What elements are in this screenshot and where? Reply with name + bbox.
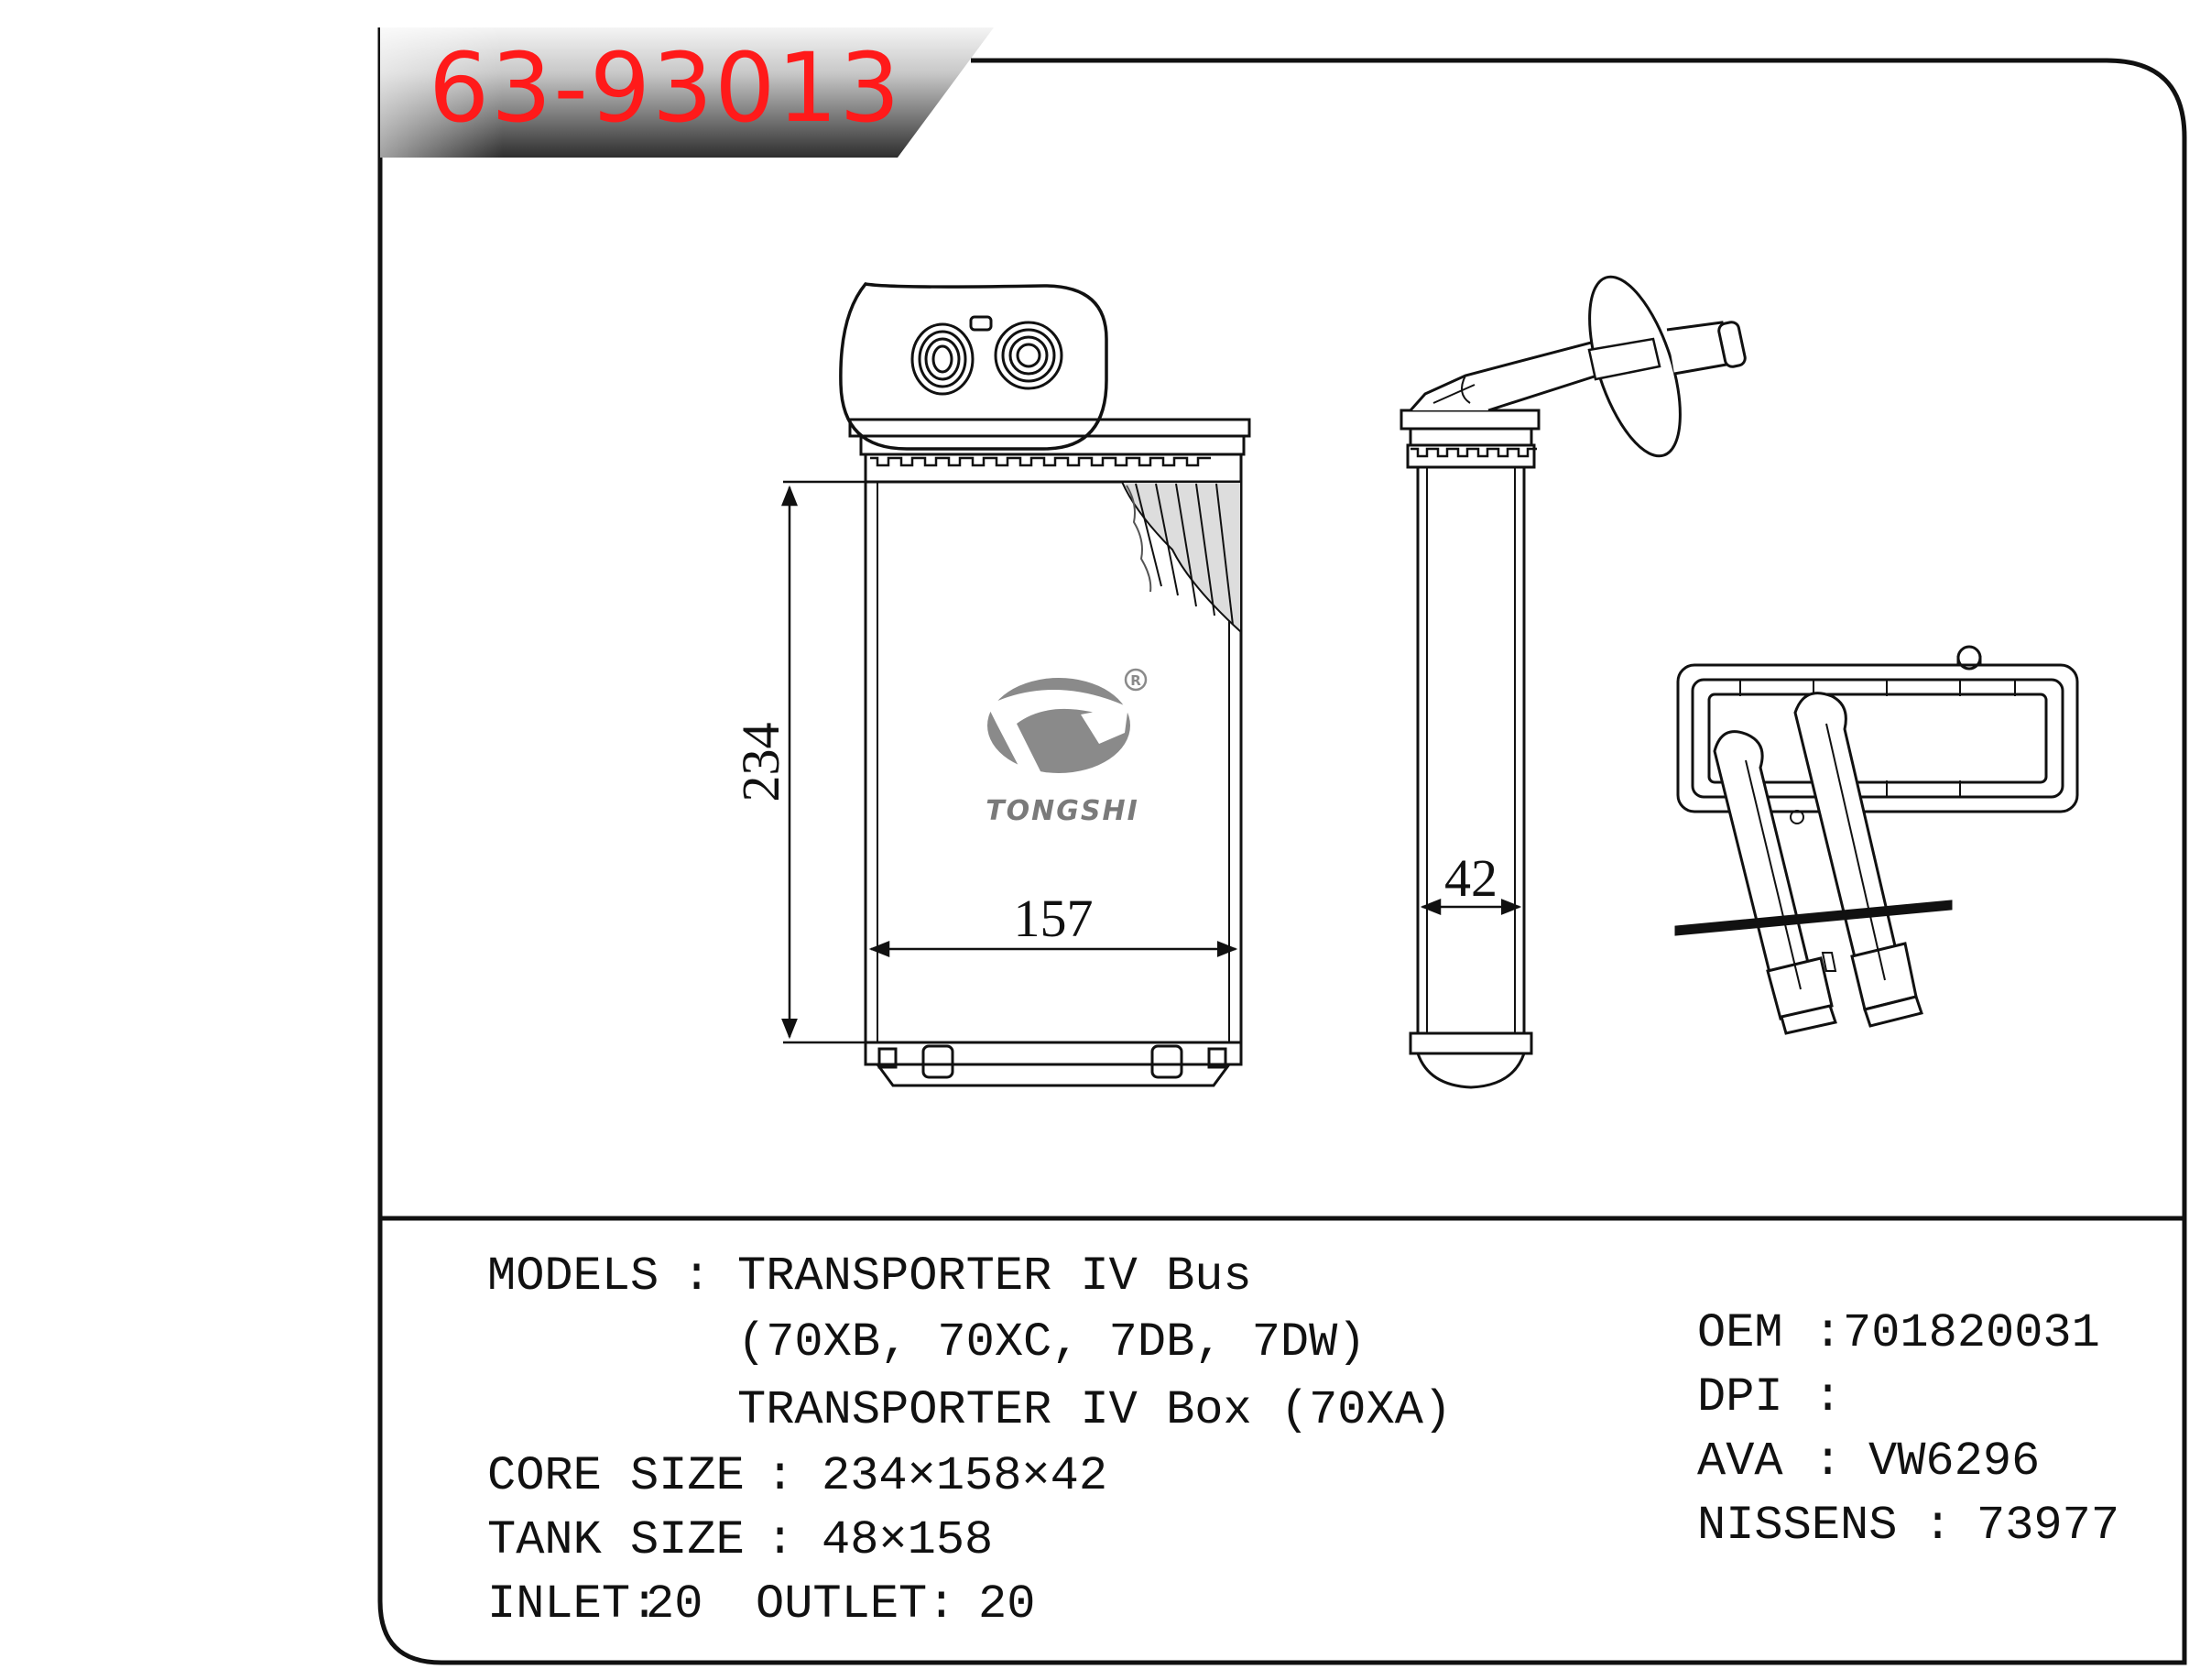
brand-name: TONGSHI <box>986 795 1139 827</box>
part-number: 63-93013 <box>429 32 902 144</box>
ava-value: VW6296 <box>1868 1435 2041 1489</box>
inlet-pipe-stub <box>910 315 1063 396</box>
width-dimension-label: 157 <box>1014 889 1094 948</box>
models-line-1: TRANSPORTER IV Bus <box>737 1249 1252 1304</box>
tank-size-value: 48×158 <box>822 1513 994 1567</box>
ava-label: AVA <box>1697 1435 1783 1489</box>
tank-size-separator: : <box>766 1513 795 1567</box>
dpi-separator: : <box>1813 1370 1843 1424</box>
inlet-label: INLET: <box>487 1577 659 1631</box>
iso-view-drawing <box>1674 645 2079 1035</box>
nissens-value: 73977 <box>1977 1499 2120 1553</box>
ava-separator: : <box>1813 1435 1843 1489</box>
core-size-value: 234×158×42 <box>822 1449 1108 1503</box>
inlet-value: 20 <box>646 1577 703 1631</box>
models-line-3: TRANSPORTER IV Box (70XA) <box>737 1383 1453 1437</box>
height-dimension-label: 234 <box>731 723 790 802</box>
part-number-banner <box>380 27 994 158</box>
height-dimension <box>781 480 866 1044</box>
front-view-drawing <box>839 282 1251 1087</box>
outlet-value: 20 <box>978 1577 1036 1631</box>
models-line-2: (70XB, 70XC, 7DB, 7DW) <box>737 1315 1367 1369</box>
fin-detail <box>1126 483 1234 626</box>
depth-dimension-label: 42 <box>1444 848 1498 908</box>
models-label: MODELS <box>487 1249 659 1304</box>
dpi-label: DPI <box>1697 1370 1783 1424</box>
outlet-label: OUTLET: <box>756 1577 956 1631</box>
sheet-frame <box>377 27 2187 1665</box>
oem-value: 701820031 <box>1843 1306 2100 1360</box>
nissens-separator: : <box>1923 1499 1953 1553</box>
tongshi-logo: R TONGSHI <box>986 668 1148 827</box>
tank-size-label: TANK SIZE <box>487 1513 745 1567</box>
models-separator: : <box>682 1249 712 1304</box>
oem-label: OEM <box>1697 1306 1783 1360</box>
oem-separator: : <box>1813 1306 1843 1360</box>
side-view-drawing <box>1400 275 1747 1089</box>
nissens-label: NISSENS <box>1697 1499 1898 1553</box>
core-size-label: CORE SIZE <box>487 1449 745 1503</box>
core-size-separator: : <box>766 1449 795 1503</box>
registered-mark: R <box>1130 672 1141 689</box>
